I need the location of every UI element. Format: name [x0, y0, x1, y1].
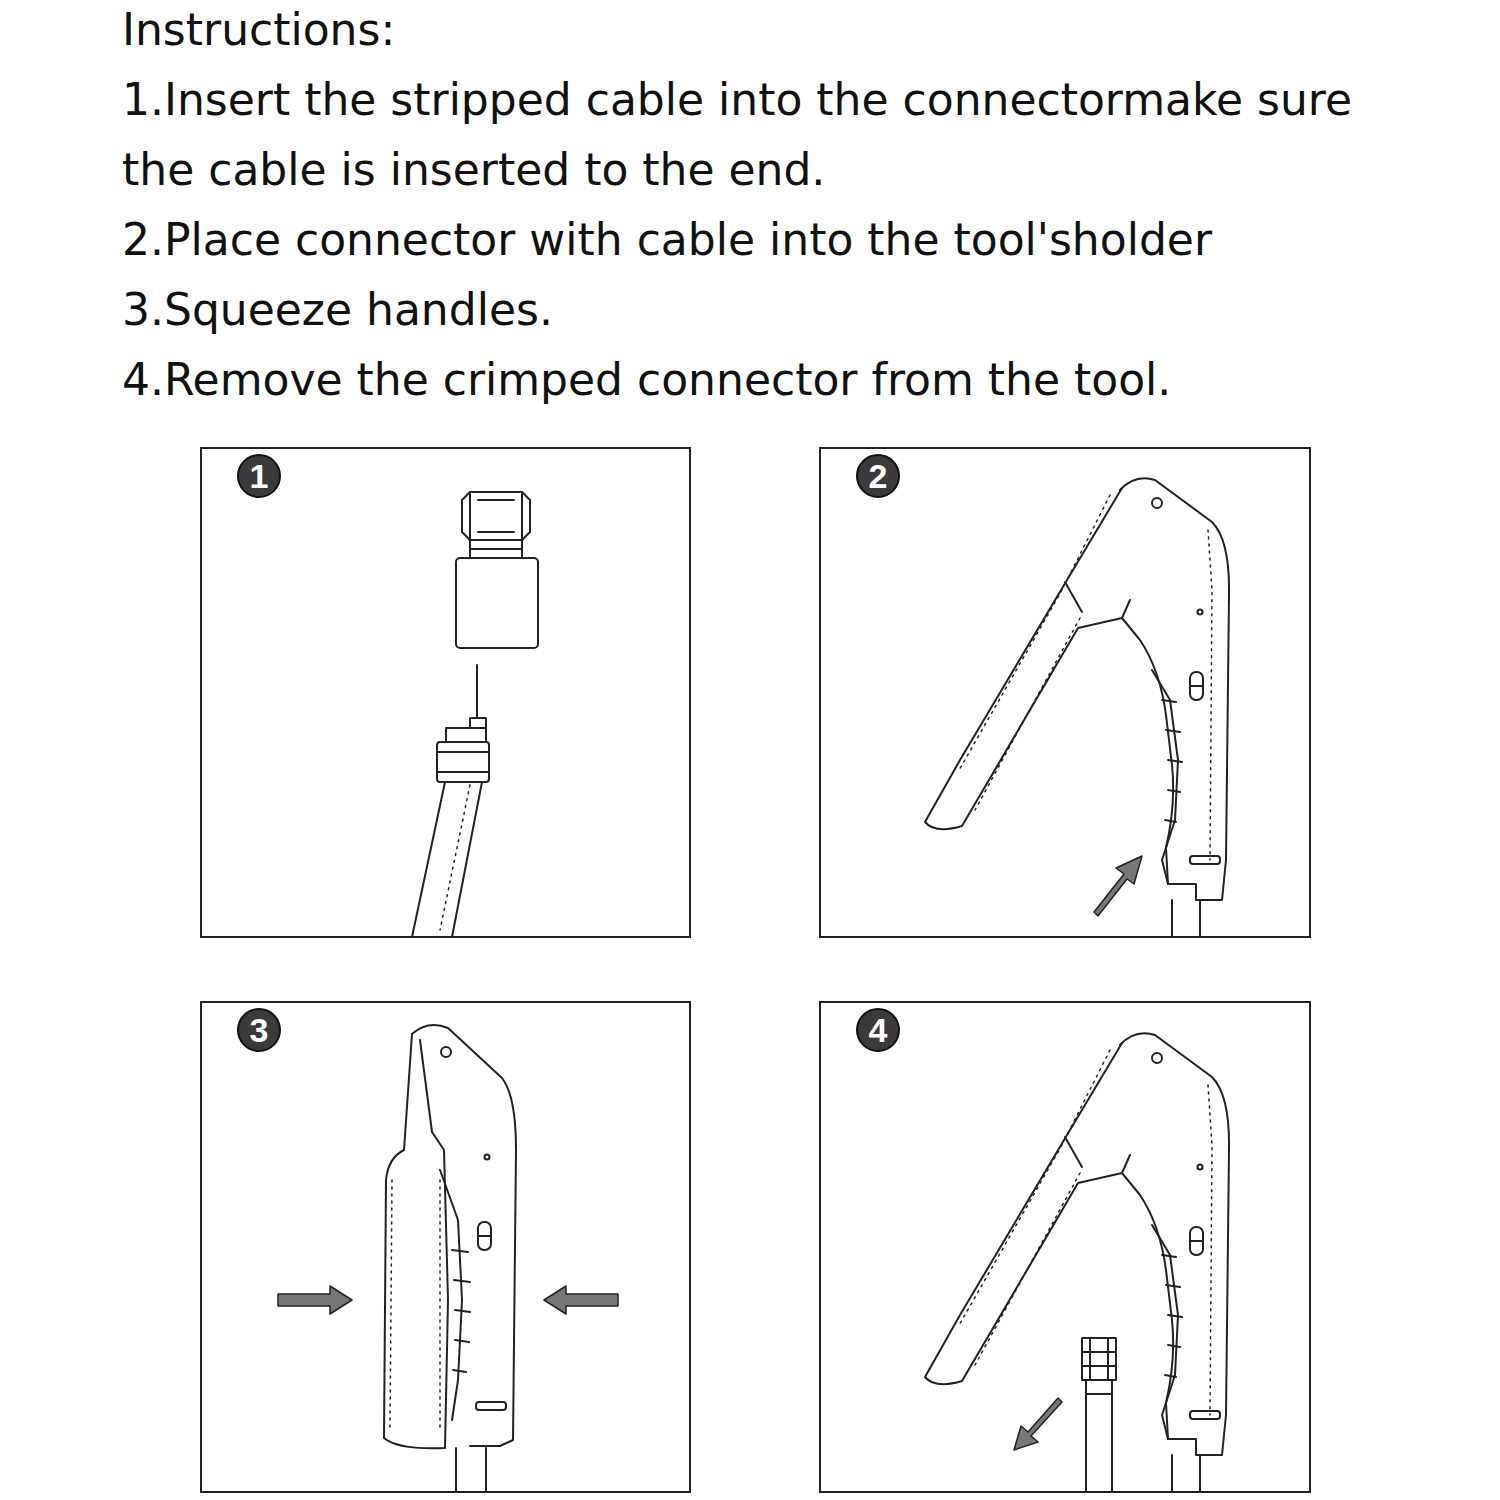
instruction-step: 2.Place connector with cable into the to… — [122, 205, 1422, 275]
connector-and-cable — [412, 492, 538, 937]
callout-circle: 3 — [237, 1008, 281, 1052]
callout-number: 3 — [250, 1013, 269, 1047]
step-panel: 3 — [200, 1001, 691, 1493]
callout-circle: 1 — [237, 454, 281, 498]
instruction-step: 1.Insert the stripped cable into the con… — [122, 65, 1422, 205]
crimp-tool-closed — [278, 1025, 618, 1492]
callout-number: 1 — [250, 459, 269, 493]
instruction-text: Instructions:1.Insert the stripped cable… — [122, 0, 1422, 415]
callout-circle: 4 — [856, 1008, 900, 1052]
crimp-tool-open — [925, 478, 1229, 937]
crimp-tool-release — [925, 1033, 1229, 1492]
step-panel: 4 — [819, 1001, 1311, 1493]
callout-number: 4 — [869, 1013, 888, 1047]
callout-circle: 2 — [856, 454, 900, 498]
heading: Instructions: — [122, 0, 1422, 65]
instruction-step: 4.Remove the crimped connector from the … — [122, 345, 1422, 415]
callout-number: 2 — [869, 459, 888, 493]
instruction-step: 3.Squeeze handles. — [122, 275, 1422, 345]
step-panel: 2 — [819, 447, 1311, 938]
step-panel: 1 — [200, 447, 691, 938]
